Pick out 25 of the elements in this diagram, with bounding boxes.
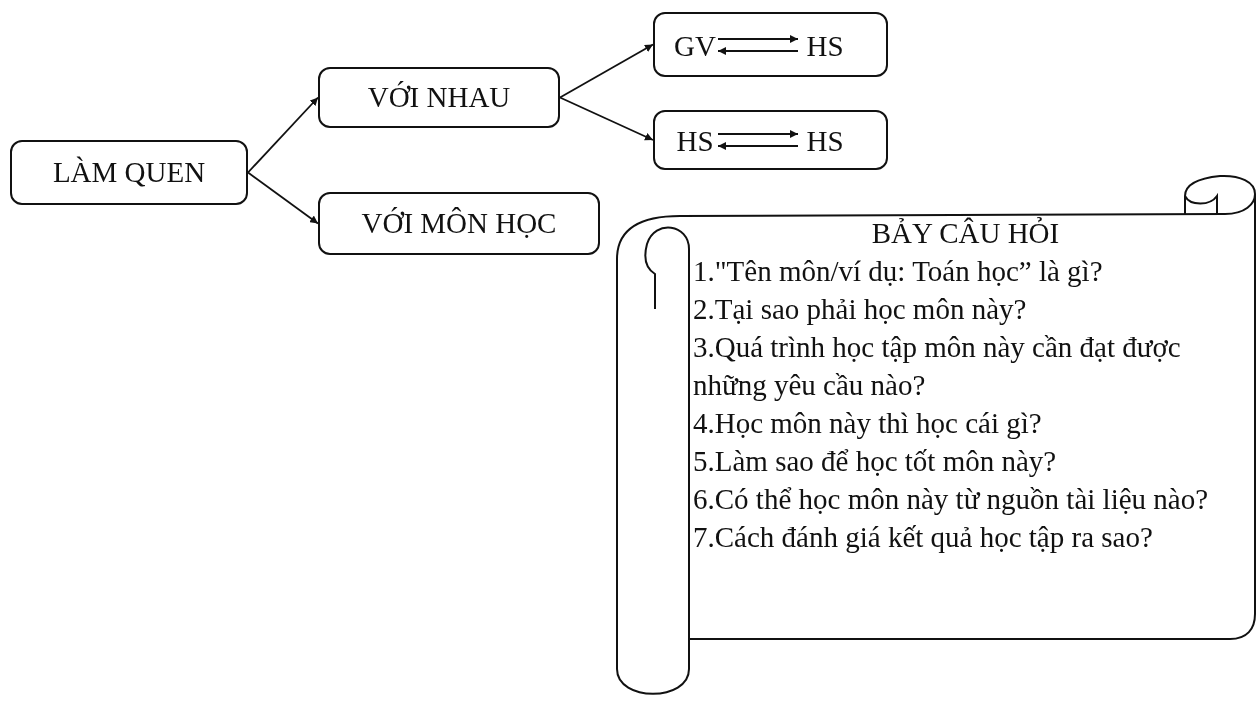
question-text: 5.Làm sao để học tốt môn này? [693,444,1058,479]
question-text: 6.Có thể học môn này từ nguồn tài liệu nào? [693,482,1210,517]
node-label: HS [670,125,720,159]
rounded-box [653,12,888,77]
node-label: HS [800,125,850,159]
arrow [247,171,319,225]
rounded-box: VỚI MÔN HỌC [318,192,600,255]
question-text: 1."Tên môn/ví dụ: Toán học” là gì? [693,254,1104,289]
rounded-box: VỚI NHAU [318,67,560,128]
arrow [559,43,654,99]
arrow [717,142,799,150]
question-text: 4.Học môn này thì học cái gì? [693,406,1043,441]
arrow [717,47,799,55]
question-text: 2.Tại sao phải học môn này? [693,292,1028,327]
scroll-heading: BẢY CÂU HỎI [871,216,1060,251]
rounded-box: LÀM QUEN [10,140,248,205]
arrow [717,35,799,43]
arrow [717,130,799,138]
node-label: GV [670,30,720,64]
node-label: HS [800,30,850,64]
question-text: 3.Quá trình học tập môn này cần đạt được những yêu cầu nào? [693,330,1182,403]
arrow [247,96,319,174]
question-text: 7.Cách đánh giá kết quả học tập ra sao? [693,520,1154,555]
arrow [559,96,654,141]
rounded-box [653,110,888,170]
